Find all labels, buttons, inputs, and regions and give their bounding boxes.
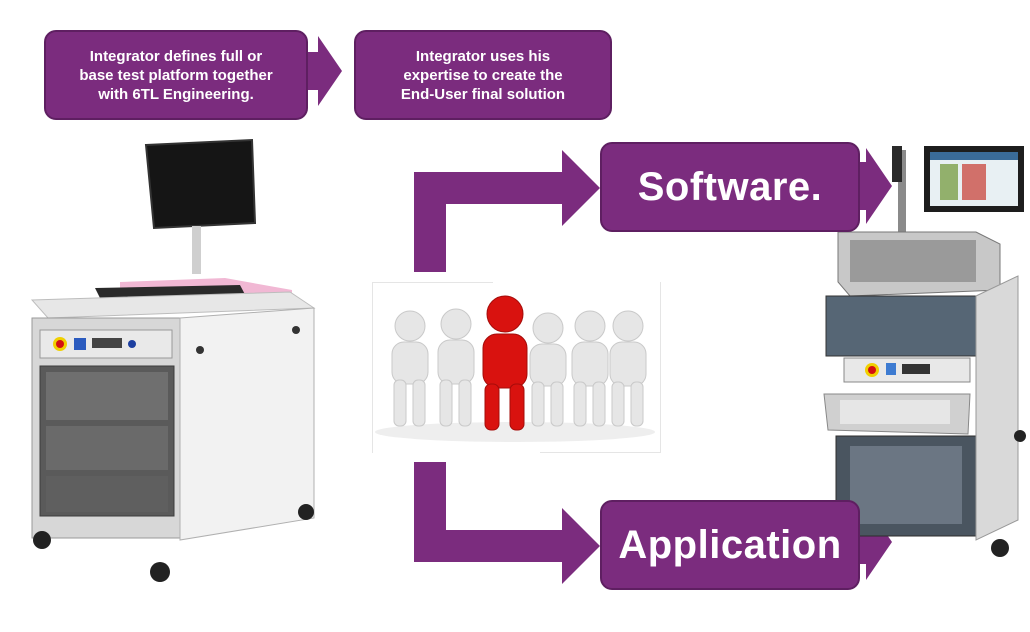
leader-person-icon [482,295,528,431]
elbow-arrow-application [414,462,600,584]
arrow-top-to-expertise [308,36,342,106]
person-icon [437,308,475,427]
person-icon [391,310,429,427]
integrator-defines-text: Integrator defines full or base test pla… [79,47,273,103]
application-label: Application [618,522,842,567]
monitor-icon [144,138,257,274]
person-icon [529,312,567,427]
integrator-defines-box: Integrator defines full or base test pla… [44,30,308,120]
software-box: Software. [600,142,860,232]
person-icon [571,310,609,427]
person-icon [609,310,647,427]
arrow-software-out [860,148,892,224]
integrator-uses-text: Integrator uses his expertise to create … [400,47,566,103]
integrator-uses-box: Integrator uses his expertise to create … [354,30,612,120]
application-box: Application [600,500,860,590]
software-label: Software. [637,164,823,209]
elbow-arrow-software [414,150,600,272]
